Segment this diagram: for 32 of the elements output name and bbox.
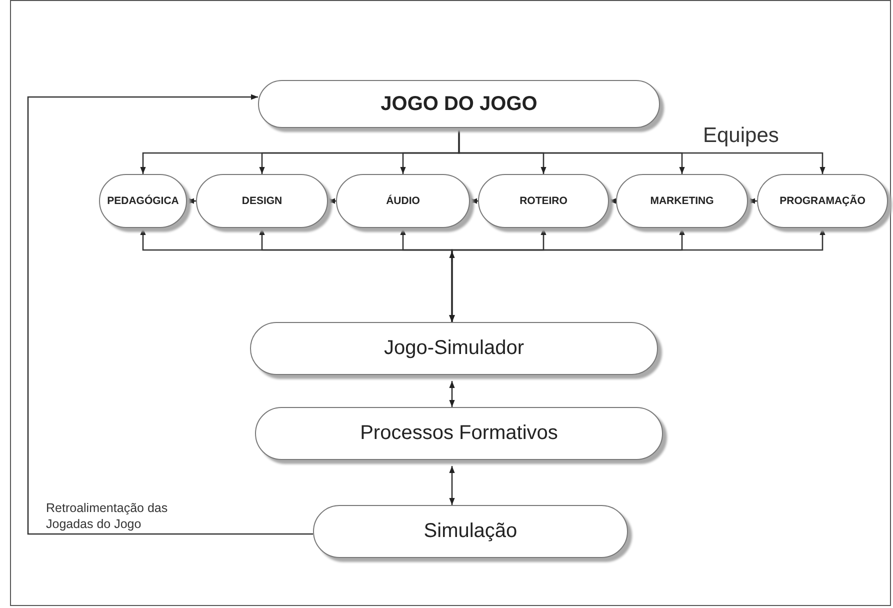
node-text: Jogo-Simulador [384,337,524,360]
process-box [255,407,663,460]
node-text: MARKETING [650,195,714,207]
team-box [616,174,748,228]
arrow [458,128,826,174]
process-box [250,322,658,375]
arrowhead [449,251,455,262]
title-box [258,80,660,128]
node-text: PROGRAMAÇÃO [780,195,866,207]
node-text: ROTEIRO [520,195,568,207]
node-text: Processos Formativos [360,422,558,445]
node-text: DESIGN [242,195,282,207]
team-box [757,174,888,228]
arrow [27,94,313,535]
node-text: PEDAGÓGICA [107,195,179,207]
team-box [336,174,470,228]
team-box [196,174,328,228]
team-box [478,174,609,228]
node-text: Simulação [424,520,518,543]
node-text: ÁUDIO [386,195,420,207]
arrow [609,198,616,204]
arrow [449,228,826,322]
arrow [449,381,455,407]
group-label: Equipes [703,124,779,148]
arrow [187,198,196,204]
arrow [328,198,336,204]
process-box [313,505,628,558]
arrow [470,198,478,204]
node-text: JOGO DO JOGO [380,92,538,116]
arrow [748,198,757,204]
team-box [99,174,187,228]
arrow [449,466,455,505]
